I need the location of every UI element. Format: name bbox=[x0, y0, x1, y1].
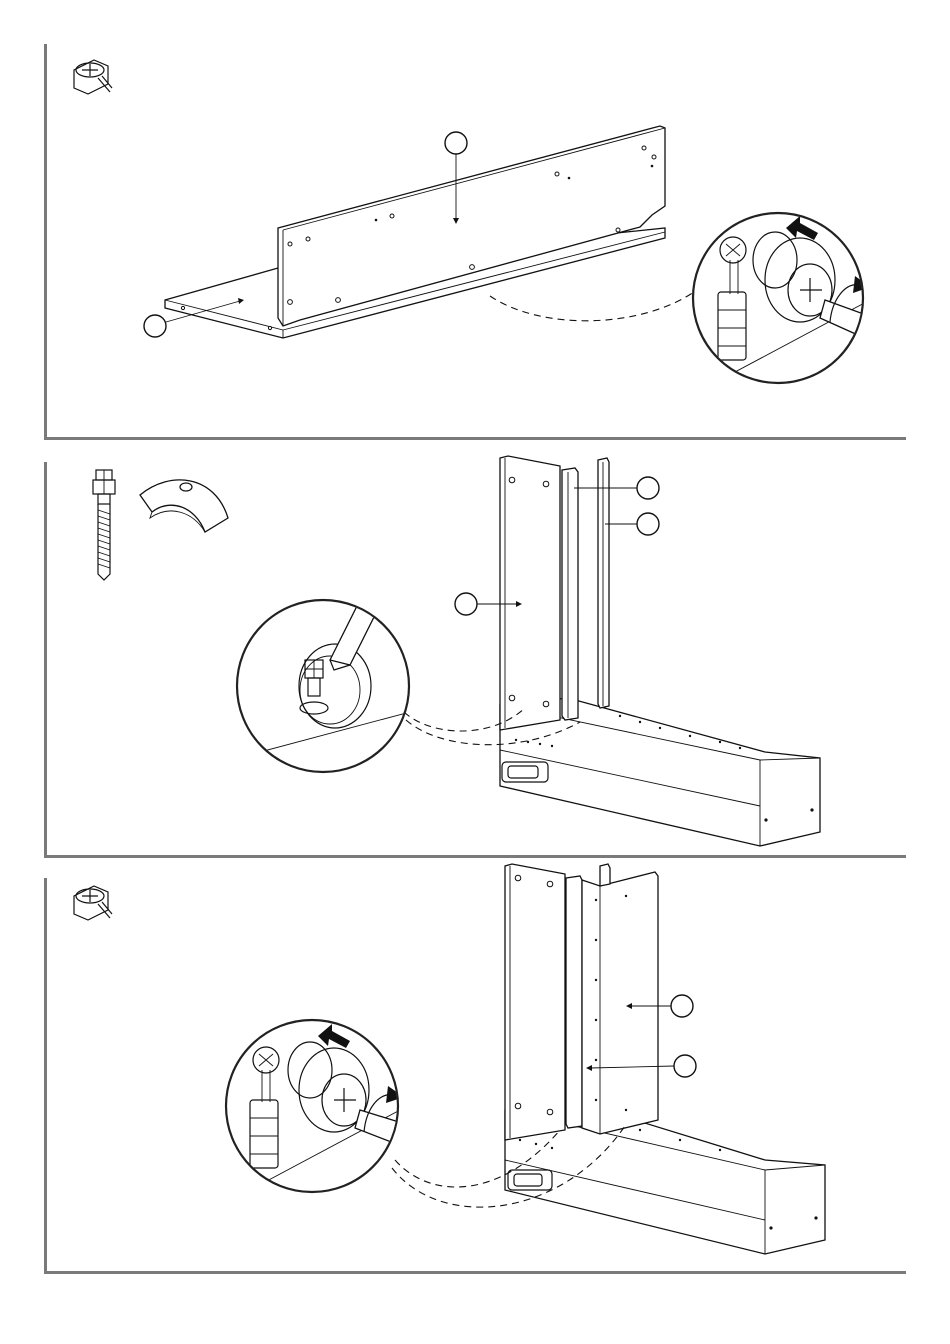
cam-bolt-icon bbox=[93, 470, 115, 580]
back-panel bbox=[278, 126, 665, 326]
cam-cover-icon bbox=[140, 480, 228, 532]
zoom-leader-1 bbox=[490, 290, 697, 321]
zoom-detail-cam-tighten-2 bbox=[226, 1020, 425, 1192]
cabinet-assembly bbox=[505, 864, 825, 1254]
cam-lock-icon bbox=[74, 60, 112, 94]
zoom-detail-bolt-insert bbox=[230, 600, 410, 772]
zoom-detail-cam-tighten-1 bbox=[693, 213, 880, 383]
side-panel bbox=[500, 456, 560, 730]
cam-lock-icon bbox=[74, 886, 112, 920]
callout-rail-2 bbox=[605, 513, 659, 535]
divider-rail-2 bbox=[598, 458, 609, 708]
callout-rail-1 bbox=[574, 477, 659, 499]
divider-rail-1 bbox=[562, 468, 578, 720]
